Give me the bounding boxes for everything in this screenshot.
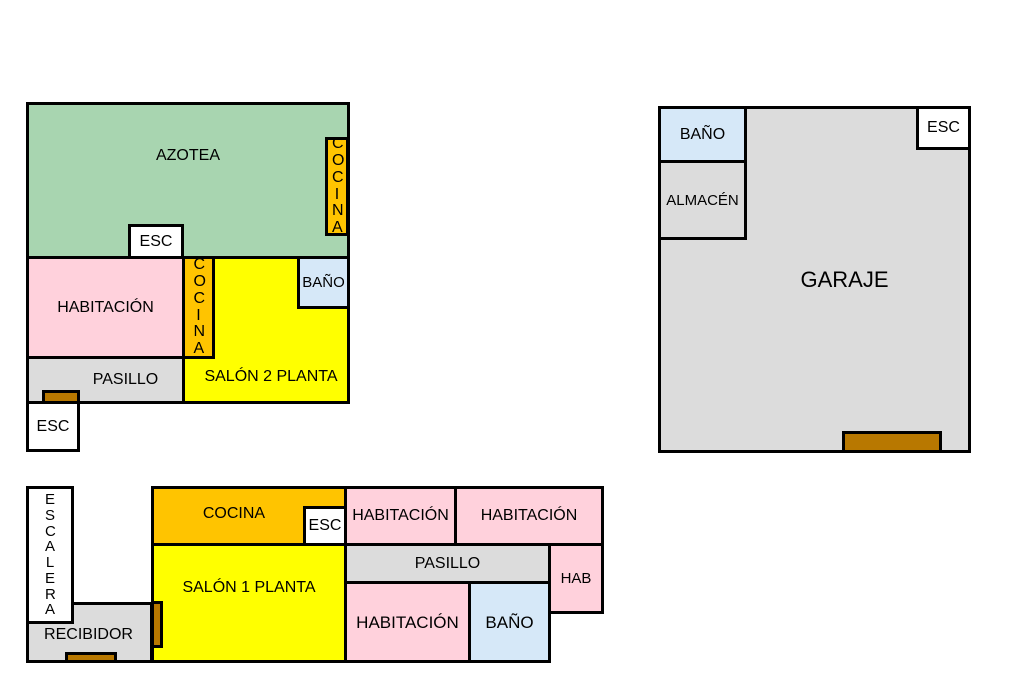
- stairs-esc-azotea: ESC: [128, 224, 184, 259]
- garage-door: [842, 431, 942, 453]
- room-azotea: AZOTEA: [26, 102, 350, 259]
- room-label: ESCALERA: [45, 491, 56, 619]
- room-label: PASILLO: [92, 371, 159, 388]
- room-label: ESC: [139, 232, 173, 250]
- room-label: ALMACÉN: [666, 191, 739, 209]
- stairs-esc: ESC: [26, 401, 80, 452]
- room-bano: BAÑO: [468, 581, 551, 663]
- room-label: HABITACIÓN: [480, 507, 578, 524]
- room-habitacion-2: HABITACIÓN: [454, 486, 604, 546]
- entrance-door: [65, 652, 117, 663]
- room-label: ESC: [927, 119, 960, 136]
- room-label: ESC: [36, 417, 70, 435]
- room-habitacion-3: HABITACIÓN: [344, 581, 471, 663]
- room-label: PASILLO: [414, 554, 481, 572]
- room-label: HABITACIÓN: [356, 612, 459, 632]
- room-label: GARAJE: [800, 266, 889, 292]
- room-label: COCINA: [193, 256, 206, 358]
- room-label: ESC: [308, 517, 342, 534]
- stairs-esc-garaje: ESC: [916, 106, 971, 150]
- stairs-esc: ESC: [303, 506, 347, 546]
- room-label: HAB: [560, 570, 592, 587]
- room-label: HABITACIÓN: [352, 507, 449, 524]
- stairs-escalera: ESCALERA: [26, 486, 74, 624]
- door: [42, 390, 80, 404]
- room-bano-garaje: BAÑO: [658, 106, 747, 163]
- room-bano: BAÑO: [297, 256, 350, 309]
- room-pasillo: PASILLO: [344, 543, 551, 584]
- room-cocina: COCINA: [182, 256, 215, 359]
- room-label: AZOTEA: [155, 146, 220, 164]
- room-cocina-azotea: COCINA: [325, 135, 349, 237]
- room-label: COCINA: [202, 505, 266, 522]
- room-label: BAÑO: [302, 274, 345, 291]
- room-label: SALÓN 2 PLANTA: [204, 368, 338, 385]
- room-habitacion: HABITACIÓN: [26, 256, 185, 359]
- room-label: HABITACIÓN: [57, 298, 154, 316]
- room-hab: HAB: [548, 543, 604, 614]
- room-label: COCINA: [332, 135, 345, 237]
- room-label: BAÑO: [679, 125, 726, 143]
- room-label: SALÓN 1 PLANTA: [182, 579, 316, 596]
- room-label: RECIBIDOR: [44, 625, 133, 643]
- room-habitacion-1: HABITACIÓN: [344, 486, 457, 546]
- room-almacen: ALMACÉN: [658, 160, 747, 240]
- room-salon-1-planta: SALÓN 1 PLANTA: [151, 543, 347, 663]
- room-label: BAÑO: [485, 612, 534, 632]
- door: [151, 601, 163, 648]
